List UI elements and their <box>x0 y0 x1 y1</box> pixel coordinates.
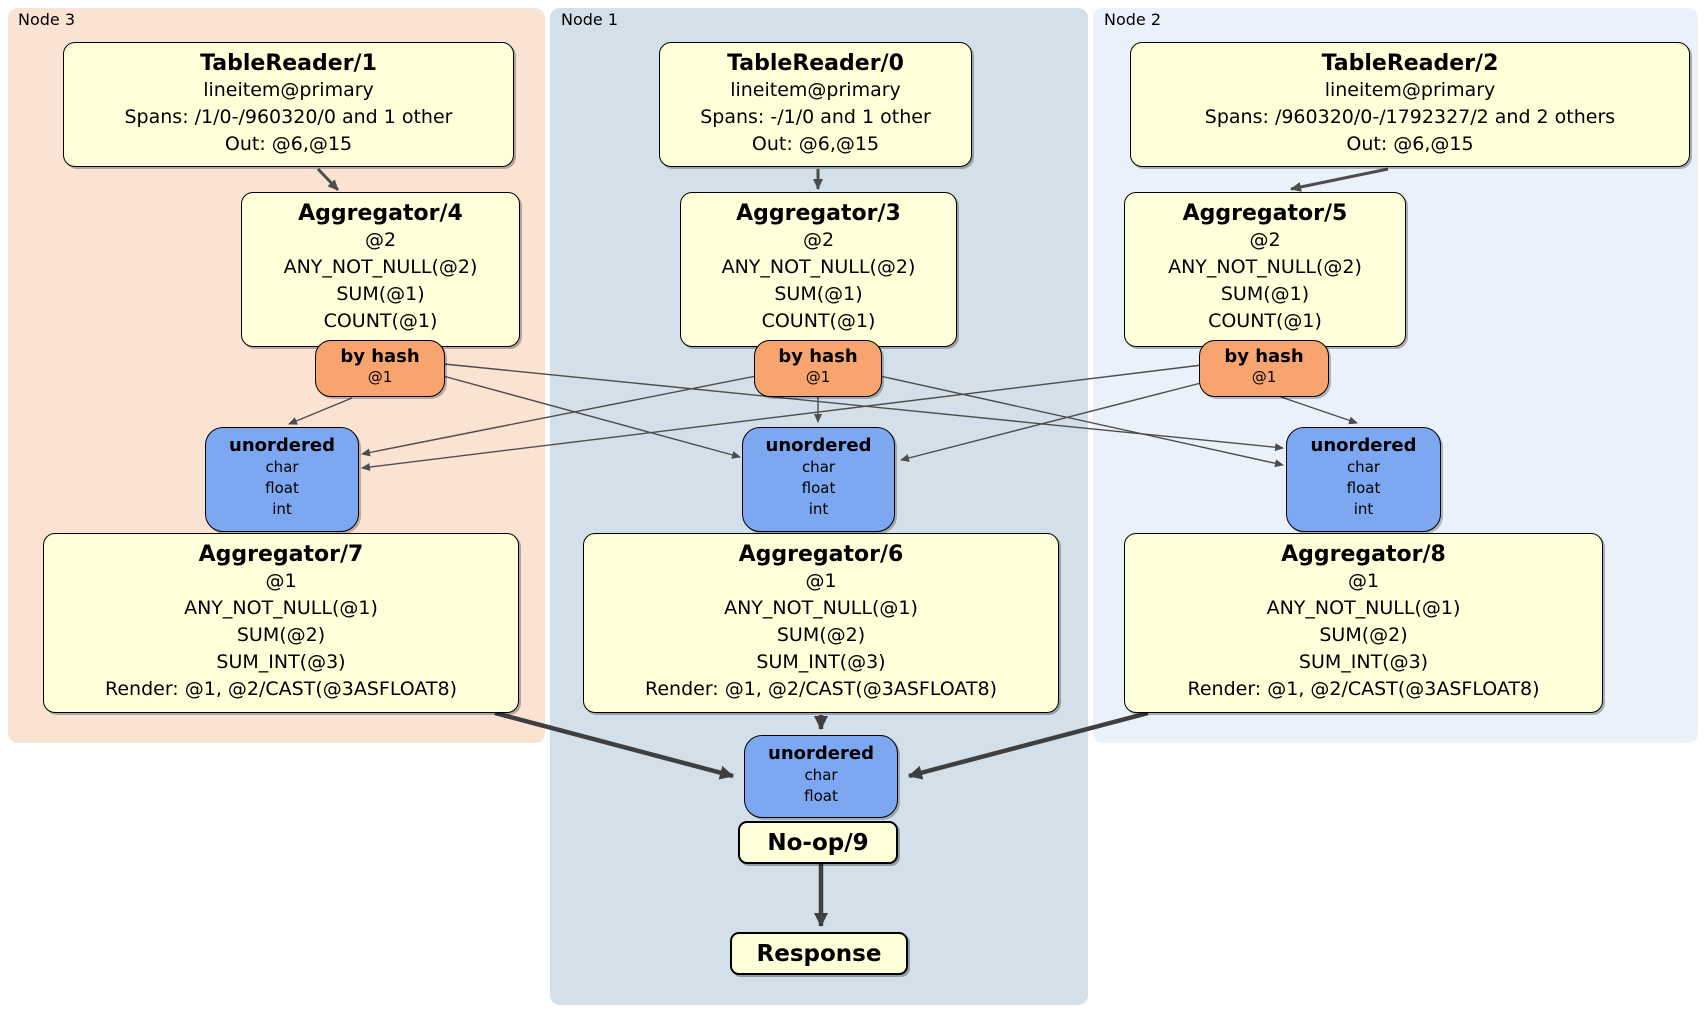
sync-type: char <box>265 458 299 476</box>
sync-title: unordered <box>1310 435 1417 456</box>
node-title: Aggregator/8 <box>1281 542 1446 567</box>
node-detail: SUM(@1) <box>1220 283 1310 305</box>
router-key: @1 <box>805 368 831 386</box>
node-detail: SUM_INT(@3) <box>216 651 346 673</box>
sync-type: float <box>801 479 836 497</box>
router-title: by hash <box>778 346 858 367</box>
node-title: Aggregator/7 <box>198 542 364 567</box>
node-detail: @2 <box>364 229 397 251</box>
node-detail: Render: @1, @2/CAST(@3ASFLOAT8) <box>645 678 997 700</box>
plan-node-noop-9: No-op/9 <box>738 821 898 864</box>
sync-title: unordered <box>768 743 874 764</box>
node-detail: Out: @6,@15 <box>224 133 353 155</box>
node-detail: ANY_NOT_NULL(@2) <box>283 256 478 278</box>
panel-label-node-1: Node 1 <box>561 10 619 29</box>
router-title: by hash <box>340 346 420 367</box>
sync-type: int <box>1353 500 1374 518</box>
node-title: TableReader/0 <box>727 51 904 76</box>
router-key: @1 <box>367 368 393 386</box>
node-detail: ANY_NOT_NULL(@2) <box>1168 256 1362 278</box>
node-detail: SUM(@2) <box>1319 624 1408 646</box>
node-detail: lineitem@primary <box>730 79 901 101</box>
node-detail: SUM(@1) <box>774 283 863 305</box>
sync-title: unordered <box>765 435 872 456</box>
tablereader-to-aggregator-edges <box>316 167 1389 192</box>
node-detail: SUM_INT(@3) <box>1298 651 1429 673</box>
node-title: Response <box>756 940 882 967</box>
plan-node-aggregator-8: Aggregator/8 @1 ANY_NOT_NULL(@1) SUM(@2)… <box>1124 533 1603 713</box>
plan-node-aggregator-6: Aggregator/6 @1 ANY_NOT_NULL(@1) SUM(@2)… <box>583 533 1059 713</box>
plan-node-aggregator-5: Aggregator/5 @2 ANY_NOT_NULL(@2) SUM(@1)… <box>1124 192 1406 347</box>
sync-unordered-node-3: unordered char float int <box>205 427 359 532</box>
plan-node-aggregator-7: Aggregator/7 @1 ANY_NOT_NULL(@1) SUM(@2)… <box>43 533 519 713</box>
final-stage-edges <box>494 710 1149 927</box>
node-detail: @1 <box>265 570 297 592</box>
sync-type: int <box>808 500 829 518</box>
node-detail: @1 <box>805 570 837 592</box>
node-detail: COUNT(@1) <box>323 310 438 332</box>
sync-type: char <box>801 458 836 476</box>
node-detail: Out: @6,@15 <box>1346 133 1474 155</box>
sync-type: int <box>272 500 292 518</box>
node-title: Aggregator/6 <box>738 542 904 567</box>
node-detail: lineitem@primary <box>203 79 374 101</box>
node-detail: @2 <box>1249 229 1281 251</box>
panel-label-node-2: Node 2 <box>1104 10 1162 29</box>
plan-node-tablereader-0: TableReader/0 lineitem@primary Spans: -/… <box>659 42 972 167</box>
node-detail: Spans: /960320/0-/1792327/2 and 2 others <box>1204 106 1616 128</box>
node-detail: SUM(@1) <box>336 283 425 305</box>
node-detail: ANY_NOT_NULL(@1) <box>1266 597 1461 619</box>
node-detail: Spans: -/1/0 and 1 other <box>700 106 931 128</box>
node-detail: ANY_NOT_NULL(@2) <box>721 256 916 278</box>
node-detail: SUM_INT(@3) <box>756 651 886 673</box>
sync-title: unordered <box>229 435 335 456</box>
plan-node-tablereader-2: TableReader/2 lineitem@primary Spans: /9… <box>1130 42 1690 167</box>
node-detail: Render: @1, @2/CAST(@3ASFLOAT8) <box>1187 678 1540 700</box>
node-detail: COUNT(@1) <box>761 310 876 332</box>
sync-type: float <box>265 479 299 497</box>
sync-type: float <box>804 787 838 805</box>
node-title: Aggregator/5 <box>1182 201 1348 226</box>
node-detail: Render: @1, @2/CAST(@3ASFLOAT8) <box>105 678 457 700</box>
node-title: TableReader/2 <box>1321 51 1499 76</box>
node-title: Aggregator/4 <box>298 201 463 226</box>
node-detail: @1 <box>1347 570 1380 592</box>
node-detail: SUM(@2) <box>776 624 866 646</box>
node-detail: ANY_NOT_NULL(@1) <box>724 597 918 619</box>
node-detail: @2 <box>802 229 835 251</box>
router-by-hash-node-2: by hash @1 <box>1199 340 1329 397</box>
panel-label-node-3: Node 3 <box>18 10 76 29</box>
node-detail: COUNT(@1) <box>1208 310 1322 332</box>
router-title: by hash <box>1224 346 1304 367</box>
router-by-hash-node-3: by hash @1 <box>315 340 445 397</box>
sync-type: char <box>1346 458 1381 476</box>
node-detail: SUM(@2) <box>236 624 326 646</box>
node-title: Aggregator/3 <box>736 201 901 226</box>
node-title: No-op/9 <box>767 829 869 856</box>
plan-node-aggregator-4: Aggregator/4 @2 ANY_NOT_NULL(@2) SUM(@1)… <box>241 192 520 347</box>
node-detail: Spans: /1/0-/960320/0 and 1 other <box>124 106 453 128</box>
sync-unordered-final: unordered char float <box>744 735 898 818</box>
sync-unordered-node-2: unordered char float int <box>1286 427 1441 532</box>
sync-unordered-node-1: unordered char float int <box>742 427 895 532</box>
sync-type: char <box>804 766 838 784</box>
node-detail: ANY_NOT_NULL(@1) <box>184 597 378 619</box>
router-key: @1 <box>1251 368 1277 386</box>
plan-node-response: Response <box>730 932 908 975</box>
router-to-sync-edges <box>288 363 1358 471</box>
node-detail: lineitem@primary <box>1324 79 1496 101</box>
plan-node-aggregator-3: Aggregator/3 @2 ANY_NOT_NULL(@2) SUM(@1)… <box>680 192 957 347</box>
router-by-hash-node-1: by hash @1 <box>754 340 882 397</box>
node-detail: Out: @6,@15 <box>751 133 880 155</box>
sync-type: float <box>1346 479 1381 497</box>
plan-node-tablereader-1: TableReader/1 lineitem@primary Spans: /1… <box>63 42 514 167</box>
node-title: TableReader/1 <box>200 51 377 76</box>
